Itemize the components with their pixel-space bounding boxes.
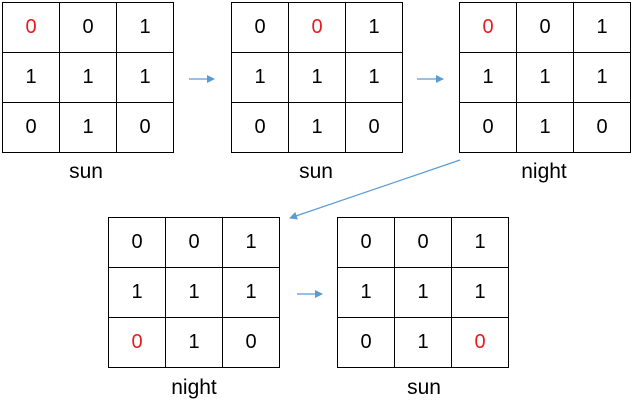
cell: 1	[459, 52, 517, 103]
step-4-label: night	[171, 376, 217, 399]
grid-step-4: 0 0 1 1 1 1 0 1 0	[108, 217, 280, 368]
cell: 1	[59, 102, 117, 153]
cell: 0	[116, 102, 174, 153]
cell: 1	[451, 217, 509, 268]
cell: 1	[573, 52, 631, 103]
grid-step-1: 0 0 1 1 1 1 0 1 0	[2, 2, 174, 153]
arrow-step-3-to-4	[289, 159, 461, 220]
cell: 1	[116, 52, 174, 103]
cell: 1	[394, 317, 452, 368]
cell: 0	[573, 102, 631, 153]
highlighted-cell: 0	[288, 2, 346, 53]
cell: 1	[108, 267, 166, 318]
step-3-label: night	[521, 160, 567, 183]
cell: 0	[231, 2, 289, 53]
cell: 1	[345, 52, 403, 103]
cell: 1	[573, 2, 631, 53]
cell: 0	[2, 102, 60, 153]
highlighted-cell: 0	[451, 317, 509, 368]
highlighted-cell: 0	[2, 2, 60, 53]
cell: 0	[345, 102, 403, 153]
highlighted-cell: 0	[459, 2, 517, 53]
cell: 1	[516, 102, 574, 153]
cell: 0	[337, 317, 395, 368]
cell: 1	[231, 52, 289, 103]
cell: 1	[59, 52, 117, 103]
cell: 1	[337, 267, 395, 318]
step-5-label: sun	[407, 376, 441, 399]
cell: 1	[222, 267, 280, 318]
highlighted-cell: 0	[108, 317, 166, 368]
cell: 1	[165, 267, 223, 318]
cell: 1	[222, 217, 280, 268]
grid-step-2: 0 0 1 1 1 1 0 1 0	[231, 2, 403, 153]
cell: 1	[394, 267, 452, 318]
cell: 0	[165, 217, 223, 268]
grid-step-3: 0 0 1 1 1 1 0 1 0	[459, 2, 631, 153]
cell: 1	[288, 52, 346, 103]
step-1-label: sun	[69, 160, 103, 183]
step-2-label: sun	[299, 160, 333, 183]
cell: 0	[222, 317, 280, 368]
cell: 0	[516, 2, 574, 53]
cell: 1	[165, 317, 223, 368]
cell: 1	[516, 52, 574, 103]
grid-step-5: 0 0 1 1 1 1 0 1 0	[337, 217, 509, 368]
cell: 0	[459, 102, 517, 153]
